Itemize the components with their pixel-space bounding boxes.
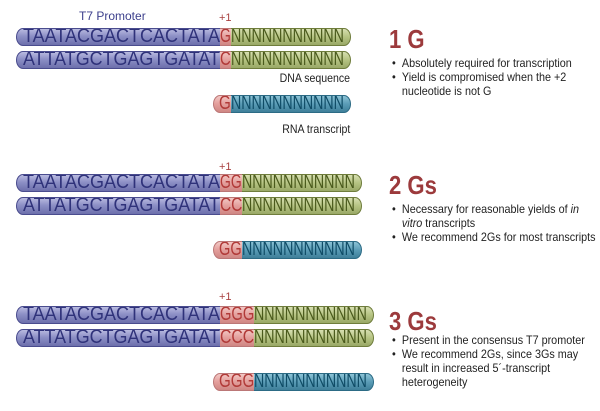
rna-n-segment-text: NNNNNNNNNNN [254,373,367,391]
plus-one-label: +1 [219,161,232,173]
bullet-list: Absolutely required for transcriptionYie… [392,56,599,98]
bullet-item: We recommend 2Gs, since 3Gs may result i… [392,347,599,389]
bullet-text: Necessary for reasonable yields of [401,202,571,216]
rna-n-segment: NNNNNNNNNNN [254,373,374,391]
initiation-segment: GG [220,174,242,192]
n-segment: NNNNNNNNNNN [242,197,362,215]
panel-heading: 2 Gs [389,170,437,200]
n-segment: NNNNNNNNNNN [231,51,351,69]
n-segment-text: NNNNNNNNNNN [254,329,367,347]
initiation-segment: CC [220,197,242,215]
n-segment: NNNNNNNNNNN [231,28,351,46]
promoter-segment: ATTATGCTGAGTGATAT [16,329,220,347]
bullet-text-italic: in vitro [401,202,580,230]
rna-n-segment-text: NNNNNNNNNNN [242,241,355,259]
initiation-segment: G [220,28,231,46]
initiation-segment-text: GG [220,174,242,192]
promoter-segment: TAATACGACTCACTATA [16,306,220,324]
initiation-segment-text: C [220,51,231,69]
promoter-segment: TAATACGACTCACTATA [16,174,220,192]
rna-n-segment-text: NNNNNNNNNNN [231,95,344,113]
rna-initiation-segment-text: G [219,95,231,113]
promoter-segment: ATTATGCTGAGTGATAT [16,197,220,215]
rna-initiation-segment-text: GGG [219,373,254,391]
n-segment: NNNNNNNNNNN [254,329,374,347]
rna-initiation-segment: GG [213,241,242,259]
bullet-item: Necessary for reasonable yields of in vi… [392,202,599,230]
initiation-segment-text: CCC [220,329,254,347]
dna-sequence-label: DNA sequence [279,71,350,85]
bullet-item: We recommend 2Gs for most transcripts [392,230,599,244]
bullet-list: Necessary for reasonable yields of in vi… [392,202,599,244]
initiation-segment-text: G [220,28,231,46]
rna-initiation-segment: G [213,95,231,113]
t7-promoter-label: T7 Promoter [79,9,146,23]
plus-one-label: +1 [219,291,232,303]
promoter-segment-text: ATTATGCTGAGTGATAT [23,51,220,69]
promoter-segment: TAATACGACTCACTATA [16,28,220,46]
promoter-segment: ATTATGCTGAGTGATAT [16,51,220,69]
rna-initiation-segment: GGG [213,373,254,391]
n-segment-text: NNNNNNNNNNN [242,174,355,192]
n-segment-text: NNNNNNNNNNN [242,197,355,215]
initiation-segment-text: CC [220,197,242,215]
bullet-list: Present in the consensus T7 promoterWe r… [392,333,599,389]
plus-one-label: +1 [219,12,232,24]
rna-n-segment: NNNNNNNNNNN [242,241,362,259]
rna-transcript-label: RNA transcript [281,122,350,136]
promoter-segment-text: TAATACGACTCACTATA [23,306,220,324]
panel-heading: 3 Gs [389,306,437,336]
promoter-segment-text: TAATACGACTCACTATA [23,174,220,192]
rna-n-segment: NNNNNNNNNNN [231,95,351,113]
bullet-item: Absolutely required for transcription [392,56,599,70]
initiation-segment-text: GGG [220,306,254,324]
promoter-segment-text: TAATACGACTCACTATA [23,28,220,46]
promoter-segment-text: ATTATGCTGAGTGATAT [23,329,220,347]
n-segment-text: NNNNNNNNNNN [231,28,344,46]
panel-heading: 1 G [389,24,425,54]
initiation-segment: C [220,51,231,69]
n-segment-text: NNNNNNNNNNN [231,51,344,69]
promoter-segment-text: ATTATGCTGAGTGATAT [23,197,220,215]
initiation-segment: GGG [220,306,254,324]
n-segment: NNNNNNNNNNN [242,174,362,192]
rna-initiation-segment-text: GG [219,241,242,259]
bullet-text: transcripts [422,216,476,230]
bullet-item: Present in the consensus T7 promoter [392,333,599,347]
bullet-item: Yield is compromised when the +2 nucleot… [392,70,599,98]
n-segment: NNNNNNNNNNN [254,306,374,324]
n-segment-text: NNNNNNNNNNN [254,306,367,324]
initiation-segment: CCC [220,329,254,347]
